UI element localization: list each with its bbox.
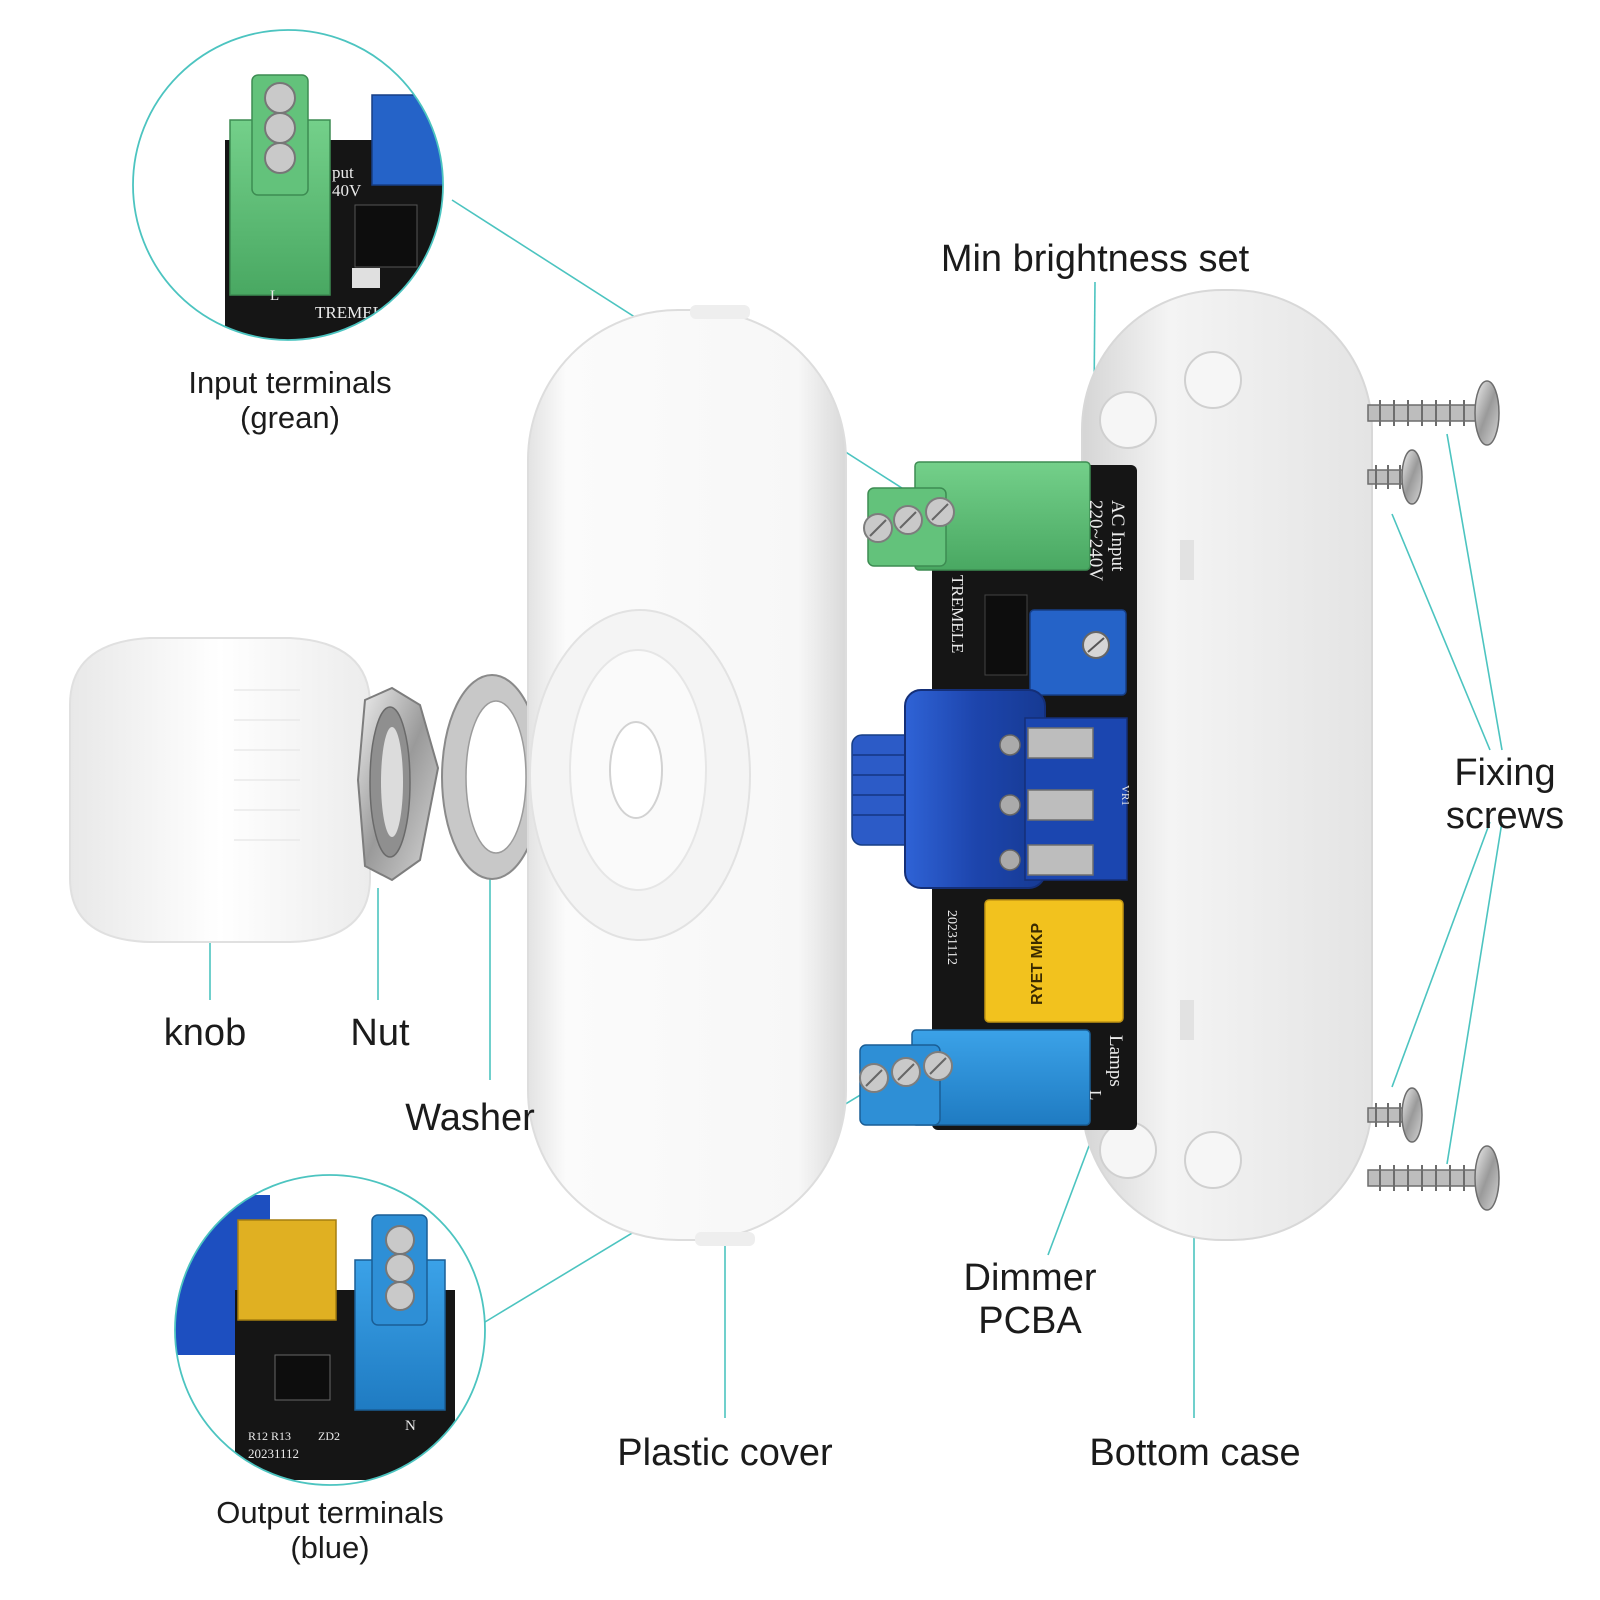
label-bottom-case: Bottom case: [1065, 1432, 1325, 1475]
leader-screw-2: [1391, 513, 1491, 751]
label-nut: Nut: [325, 1012, 435, 1055]
potentiometer: [851, 689, 1128, 889]
label-plastic-cover-text: Plastic cover: [617, 1432, 833, 1474]
pcb-voltage-text: 220~240V: [1085, 500, 1106, 581]
label-fixing-screws: Fixing screws: [1420, 752, 1590, 837]
plastic-cover: [527, 305, 847, 1246]
leader-screw-1: [1446, 433, 1503, 751]
zoom-brand-cut: TREMEL: [315, 303, 383, 322]
label-washer: Washer: [385, 1097, 555, 1140]
label-washer-text: Washer: [405, 1097, 535, 1139]
zoom-neutral-mark: N: [405, 1418, 416, 1434]
zoom-zener-mark: ZD2: [318, 1429, 340, 1443]
fixing-screws: [1367, 380, 1500, 1211]
zoom-date: 20231112: [248, 1446, 299, 1461]
input-terminals-zoom: put 40V TREMEL L: [132, 29, 444, 341]
label-dimmer-pcba: Dimmer PCBA: [945, 1257, 1115, 1342]
label-dimmer-pcba-line2: PCBA: [978, 1299, 1082, 1342]
leader-screw-4: [1446, 821, 1503, 1165]
bottom-case: [1081, 289, 1373, 1241]
label-output-terminals-line1: Output terminals: [216, 1495, 444, 1530]
zoom-line-mark: L: [270, 288, 279, 304]
pcb-lamps-text: Lamps: [1105, 1035, 1126, 1087]
capacitor: [984, 899, 1124, 1023]
pcb-date-text: 20231112: [944, 910, 959, 965]
pcb-brand-text: TREMELE: [948, 575, 967, 653]
min-brightness-trimmer: [1029, 609, 1127, 696]
knob: [69, 637, 371, 943]
screw-3: [1367, 1087, 1423, 1143]
label-input-terminals-line1: Input terminals: [188, 365, 392, 400]
output-terminal-block: [859, 1029, 1091, 1126]
label-input-terminals: Input terminals (grean): [150, 365, 430, 435]
zoom-input-cut-2: 40V: [332, 181, 362, 200]
label-fixing-screws-line1: Fixing: [1454, 752, 1556, 794]
label-output-terminals-line2: (blue): [290, 1529, 370, 1565]
pcb-vr-text: VR1: [1119, 785, 1131, 806]
zoom-resistor-marks: R12 R13: [248, 1429, 291, 1443]
label-bottom-case-text: Bottom case: [1089, 1432, 1301, 1474]
output-terminals-zoom: R12 R13 ZD2 20231112 N: [174, 1174, 486, 1486]
label-output-terminals: Output terminals (blue): [190, 1495, 470, 1565]
input-terminal-block: [863, 461, 1091, 571]
label-plastic-cover: Plastic cover: [595, 1432, 855, 1475]
leader-screw-3: [1391, 821, 1491, 1088]
label-min-brightness-text: Min brightness set: [940, 238, 1250, 280]
label-fixing-screws-line2: screws: [1445, 794, 1565, 837]
screw-2: [1367, 449, 1423, 505]
label-nut-text: Nut: [350, 1012, 410, 1054]
label-input-terminals-line2: (grean): [240, 399, 340, 435]
zoom-input-cut-1: put: [332, 163, 354, 182]
leader-lines: [209, 199, 1503, 1418]
screw-1: [1367, 380, 1500, 446]
screw-4: [1367, 1145, 1500, 1211]
dimmer-pcb: AC Input 220~240V TREMELE VR1 20231112 L…: [851, 461, 1137, 1130]
label-dimmer-pcba-line1: Dimmer: [963, 1257, 1097, 1299]
hex-nut: [356, 686, 440, 882]
capacitor-brand-text: RYET MKP: [1029, 923, 1046, 1005]
pcb-ac-input-text: AC Input: [1107, 500, 1128, 572]
label-knob-text: knob: [163, 1012, 247, 1054]
label-knob: knob: [140, 1012, 270, 1055]
washer: [441, 674, 543, 880]
label-min-brightness: Min brightness set: [900, 238, 1290, 281]
pcb-line-mark: L: [1086, 1090, 1105, 1100]
